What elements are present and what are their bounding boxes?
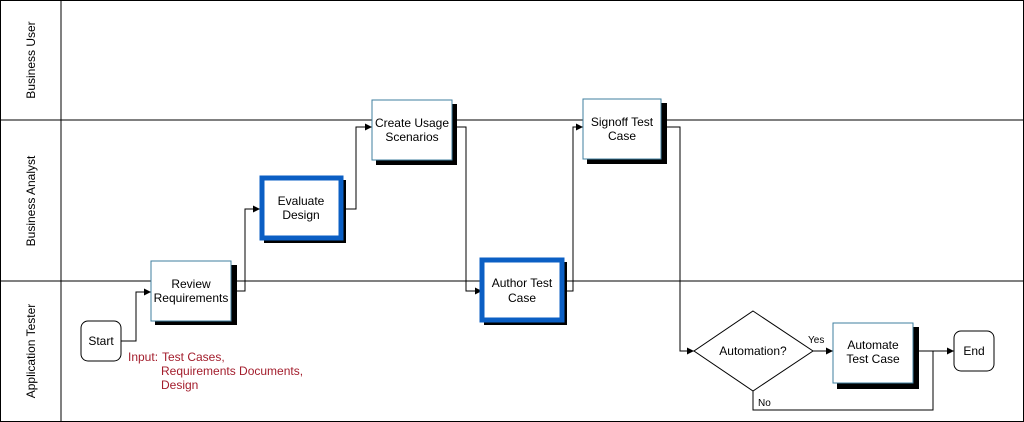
node-automate-test-case[interactable]: Automate Test Case [832, 322, 919, 389]
start-label: Start [88, 334, 114, 348]
signoff-label-line-2: Case [608, 129, 636, 143]
signoff-box [582, 98, 662, 160]
automation-label: Automation? [719, 344, 787, 358]
input-note-line-2: Requirements Documents, [161, 364, 303, 378]
evaluate-box [259, 175, 344, 241]
signoff-label-line-1: Signoff Test [591, 115, 654, 129]
node-end[interactable]: End [953, 330, 995, 372]
end-shape [953, 330, 995, 372]
node-start[interactable]: Start [80, 320, 122, 362]
end-label: End [963, 344, 984, 358]
start-shape [80, 320, 122, 362]
automate-box [832, 322, 914, 384]
node-author-test-case[interactable]: Author Test Case [479, 257, 567, 325]
create-label-line-2: Scenarios [385, 130, 438, 144]
automation-diamond [693, 310, 814, 392]
review-label-line-2: Requirements [154, 291, 229, 305]
evaluate-label-line-2: Design [282, 208, 319, 222]
edge-label-yes: Yes [808, 335, 824, 346]
edge-signoff-automation [661, 126, 694, 355]
edge-author-signoff [565, 123, 583, 292]
node-evaluate-design[interactable]: Evaluate Design [259, 175, 346, 243]
review-box [150, 260, 232, 322]
author-label-line-2: Case [508, 291, 536, 305]
edge-label-no: No [758, 398, 771, 409]
lane-label-application-tester: Application Tester [24, 304, 38, 399]
evaluate-label-line-1: Evaluate [278, 194, 325, 208]
create-box [371, 99, 453, 161]
author-label-line-1: Author Test [492, 276, 553, 290]
node-review-requirements[interactable]: Review Requirements [150, 260, 237, 325]
edge-start-review [121, 288, 151, 342]
lane-label-business-user: Business User [24, 21, 38, 98]
edge-automation-no [752, 351, 934, 411]
node-create-usage-scenarios[interactable]: Create Usage Scenarios [371, 99, 457, 165]
create-label-line-1: Create Usage [375, 116, 449, 130]
input-note-label: Input: [128, 350, 158, 364]
connectors [121, 123, 954, 411]
edge-review-evaluate [231, 205, 260, 292]
input-note: Input: Test Cases, Requirements Document… [128, 350, 303, 392]
lane-label-business-analyst: Business Analyst [24, 155, 38, 246]
input-note-line-3: Design [161, 378, 198, 392]
node-automation-decision[interactable]: Automation? [693, 310, 814, 392]
edge-create-author [452, 126, 482, 295]
author-box [479, 257, 565, 323]
review-label-line-1: Review [171, 277, 211, 291]
automate-label-line-1: Automate [847, 338, 899, 352]
input-note-line-1: Test Cases, [162, 350, 225, 364]
edge-evaluate-create [343, 123, 372, 210]
automate-label-line-2: Test Case [846, 352, 900, 366]
node-signoff-test-case[interactable]: Signoff Test Case [582, 98, 667, 164]
